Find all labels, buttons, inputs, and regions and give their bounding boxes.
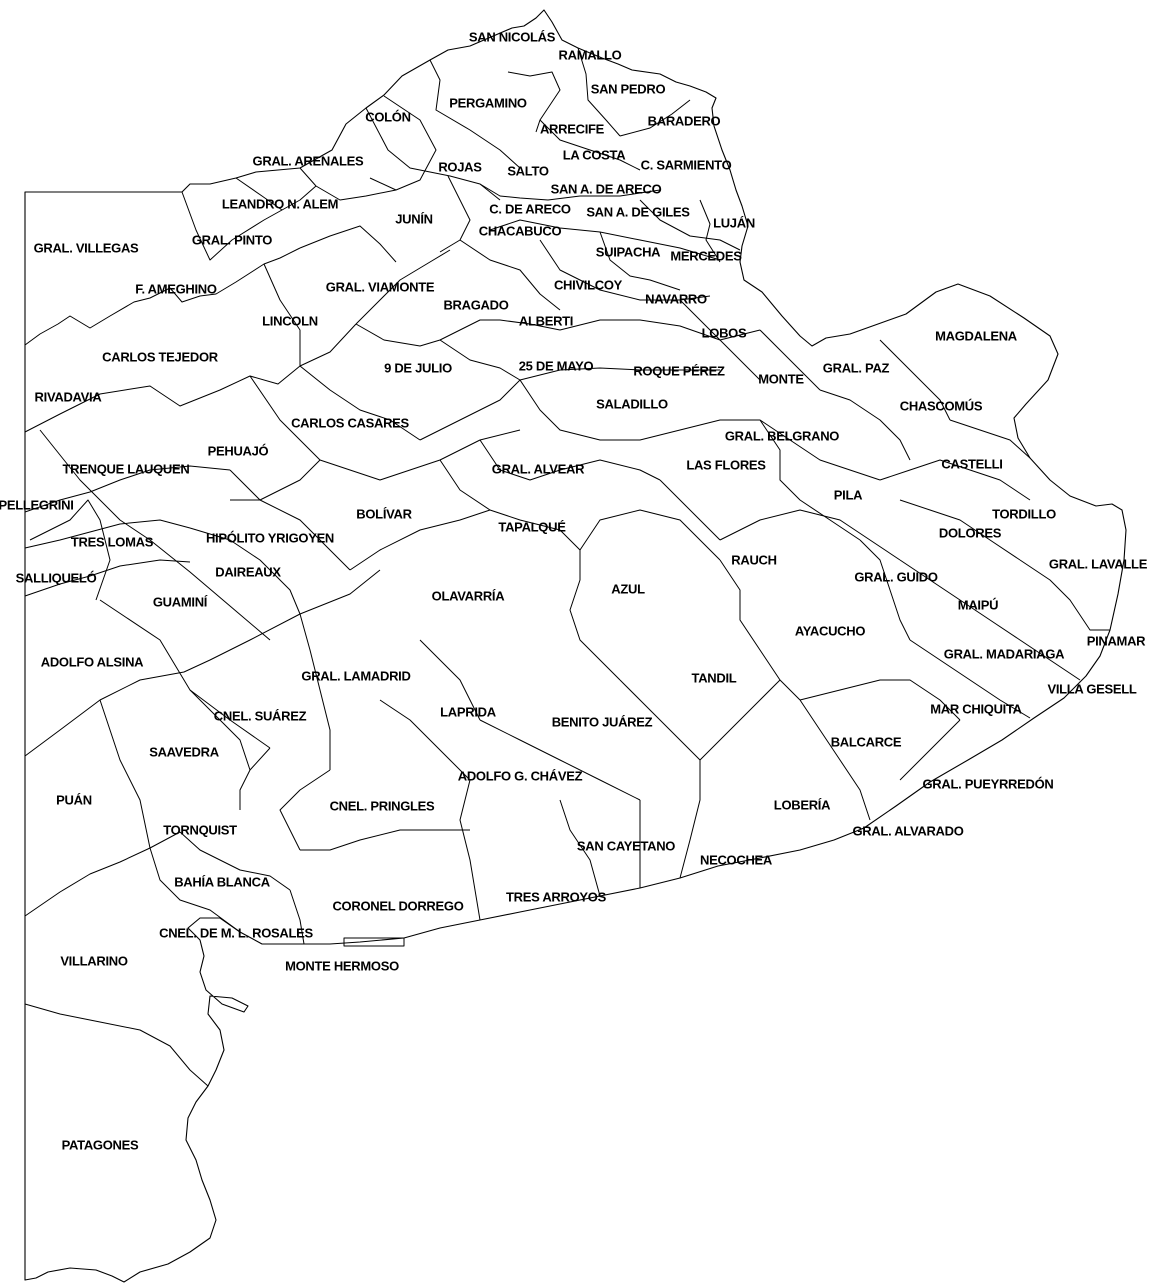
partido-label-c-de-areco: C. DE ARECO xyxy=(489,201,571,216)
partido-label-magdalena: MAGDALENA xyxy=(935,328,1018,343)
partido-label-pergamino: PERGAMINO xyxy=(449,95,527,110)
partido-label-mercedes: MERCEDES xyxy=(670,248,742,263)
partido-label-c-sarmiento: C. SARMIENTO xyxy=(641,157,732,172)
partido-label-bragado: BRAGADO xyxy=(443,297,508,312)
partido-label-san-a-de-giles: SAN A. DE GILES xyxy=(586,204,690,219)
partido-label-chivilcoy: CHIVILCOY xyxy=(554,277,623,292)
partido-label-chacabuco: CHACABUCO xyxy=(479,223,562,238)
partido-label-laprida: LAPRIDA xyxy=(440,704,497,719)
partido-label-navarro: NAVARRO xyxy=(645,291,707,306)
partido-label-junin: JUNÍN xyxy=(395,211,433,226)
partido-label-gral-guido: GRAL. GUIDO xyxy=(854,569,938,584)
partido-label-pellegrini: PELLEGRINI xyxy=(0,497,74,512)
partido-label-guamini: GUAMINÍ xyxy=(153,594,208,609)
province-outline xyxy=(24,9,1127,1283)
partido-label-tres-lomas: TRES LOMAS xyxy=(71,534,154,549)
partido-label-rauch: RAUCH xyxy=(731,552,776,567)
partido-label-carlos-tejedor: CARLOS TEJEDOR xyxy=(102,349,219,364)
partido-label-chascomus: CHASCOMÚS xyxy=(900,398,983,413)
partido-label-hipolito-yrigoyen: HIPÓLITO YRIGOYEN xyxy=(206,530,334,545)
partido-label-gral-alvear: GRAL. ALVEAR xyxy=(492,461,585,476)
partido-label-alberti: ALBERTI xyxy=(519,313,573,328)
partido-label-san-a-de-areco: SAN A. DE ARECO xyxy=(551,181,662,196)
partido-label-loberia: LOBERÍA xyxy=(774,797,831,812)
partido-label-tornquist: TORNQUIST xyxy=(163,822,237,837)
partido-label-cnel-suarez: CNEL. SUÁREZ xyxy=(214,708,307,723)
partido-label-lobos: LOBOS xyxy=(702,325,747,340)
partido-label-adolfo-g-chavez: ADOLFO G. CHÁVEZ xyxy=(458,768,583,783)
partido-label-gral-alvarado: GRAL. ALVARADO xyxy=(852,823,963,838)
partido-borders xyxy=(24,47,1110,1087)
partido-label-balcarce: BALCARCE xyxy=(831,734,902,749)
partido-label-olavarria: OLAVARRÍA xyxy=(432,588,506,603)
partido-label-trenque-lauquen: TRENQUE LAUQUEN xyxy=(63,461,190,476)
partido-label-tordillo: TORDILLO xyxy=(992,506,1056,521)
partido-label-puan: PUÁN xyxy=(56,792,92,807)
partido-label-gral-lavalle: GRAL. LAVALLE xyxy=(1049,556,1148,571)
partido-label-mar-chiquita: MAR CHIQUITA xyxy=(930,701,1022,716)
partido-label-san-pedro: SAN PEDRO xyxy=(591,81,666,96)
partido-label-villarino: VILLARINO xyxy=(60,953,128,968)
partido-label-roque-perez: ROQUE PÉREZ xyxy=(633,363,725,378)
partido-label-necochea: NECOCHEA xyxy=(700,852,773,867)
partido-label-adolfo-alsina: ADOLFO ALSINA xyxy=(41,654,144,669)
partido-label-la-costa: LA COSTA xyxy=(563,147,627,162)
partido-label-azul: AZUL xyxy=(611,581,645,596)
partido-label-tres-arroyos: TRES ARROYOS xyxy=(506,889,607,904)
partido-label-gral-viamonte: GRAL. VIAMONTE xyxy=(326,279,435,294)
partido-label-gral-villegas: GRAL. VILLEGAS xyxy=(34,240,139,255)
partido-label-25-de-mayo: 25 DE MAYO xyxy=(519,358,594,373)
partido-label-villa-gesell: VILLA GESELL xyxy=(1047,681,1136,696)
partido-label-arrecife: ARRECIFE xyxy=(540,121,605,136)
partido-label-saladillo: SALADILLO xyxy=(596,396,668,411)
partido-label-rojas: ROJAS xyxy=(438,159,482,174)
partido-label-tandil: TANDIL xyxy=(692,670,737,685)
partido-label-gral-belgrano: GRAL. BELGRANO xyxy=(725,428,839,443)
partido-label-tapalque: TAPALQUÉ xyxy=(498,519,566,534)
partido-label-salliquelo: SALLIQUELÓ xyxy=(16,570,97,585)
partido-label-leandro-n-alem: LEANDRO N. ALEM xyxy=(222,196,338,211)
partido-label-baradero: BARADERO xyxy=(648,113,721,128)
partido-label-lujan: LUJÁN xyxy=(713,215,755,230)
partido-label-coronel-dorrego: CORONEL DORREGO xyxy=(332,898,463,913)
partido-label-lincoln: LINCOLN xyxy=(262,313,318,328)
partido-label-san-nicolas: SAN NICOLÁS xyxy=(469,29,556,44)
partido-label-dolores: DOLORES xyxy=(939,525,1002,540)
partido-label-las-flores: LAS FLORES xyxy=(686,457,766,472)
partido-label-gral-lamadrid: GRAL. LAMADRID xyxy=(301,668,410,683)
partido-label-carlos-casares: CARLOS CASARES xyxy=(291,415,409,430)
partido-label-rivadavia: RIVADAVIA xyxy=(35,389,103,404)
partido-label-bahia-blanca: BAHÍA BLANCA xyxy=(174,874,270,889)
partido-label-gral-paz: GRAL. PAZ xyxy=(823,360,890,375)
partido-label-san-cayetano: SAN CAYETANO xyxy=(577,838,675,853)
partido-label-bolivar: BOLÍVAR xyxy=(356,506,412,521)
partido-label-gral-pinto: GRAL. PINTO xyxy=(192,232,272,247)
partido-label-benito-juarez: BENITO JUÁREZ xyxy=(552,714,653,729)
partido-label-gral-arenales: GRAL. ARENALES xyxy=(253,153,365,168)
partido-label-9-de-julio: 9 DE JULIO xyxy=(384,360,452,375)
partido-label-daireaux: DAIREAUX xyxy=(215,564,281,579)
partido-label-cnel-pringles: CNEL. PRINGLES xyxy=(330,798,435,813)
partido-label-monte-hermoso: MONTE HERMOSO xyxy=(285,958,399,973)
partido-label-gral-madariaga: GRAL. MADARIAGA xyxy=(944,646,1065,661)
partido-label-suipacha: SUIPACHA xyxy=(596,244,661,259)
partido-label-cnel-de-m-l-rosales: CNEL. DE M. L. ROSALES xyxy=(159,925,313,940)
partido-label-salto: SALTO xyxy=(507,163,549,178)
partido-label-pila: PILA xyxy=(834,487,863,502)
partido-label-saavedra: SAAVEDRA xyxy=(149,744,220,759)
partido-label-patagones: PATAGONES xyxy=(62,1137,139,1152)
partido-label-maipu: MAIPÚ xyxy=(958,597,998,612)
partido-label-pehuajo: PEHUAJÓ xyxy=(208,443,269,458)
partido-label-ramallo: RAMALLO xyxy=(559,47,622,62)
partido-label-pinamar: PINAMAR xyxy=(1087,633,1146,648)
partido-label-monte: MONTE xyxy=(758,371,804,386)
partido-label-castelli: CASTELLI xyxy=(941,456,1002,471)
partido-label-colon: COLÓN xyxy=(365,109,410,124)
partido-label-gral-pueyrredon: GRAL. PUEYRREDÓN xyxy=(923,776,1054,791)
partido-label-ayacucho: AYACUCHO xyxy=(795,623,866,638)
partido-label-f-ameghino: F. AMEGHINO xyxy=(135,281,217,296)
